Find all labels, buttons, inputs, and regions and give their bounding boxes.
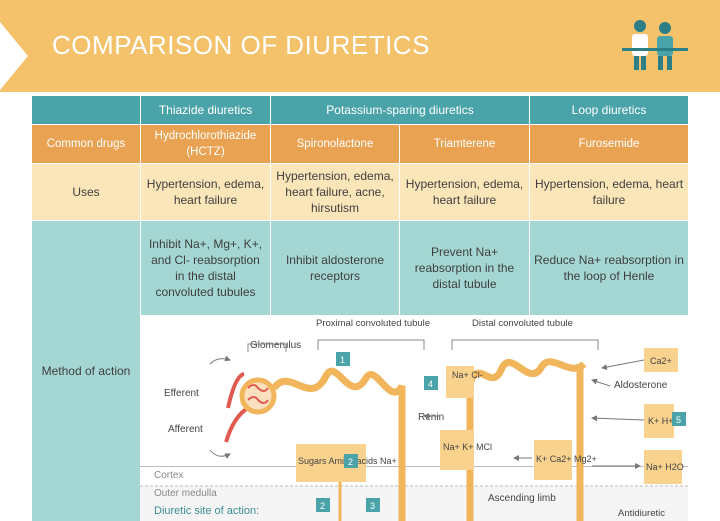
svg-text:K+ Ca2+ Mg2+: K+ Ca2+ Mg2+ bbox=[536, 454, 597, 464]
row-label-moa: Method of action bbox=[32, 221, 140, 521]
box-nacl bbox=[446, 366, 474, 398]
distal-label: Distal convoluted tubule bbox=[472, 318, 573, 329]
nephron-diagram: Cortex Outer medulla Diuretic site of ac… bbox=[140, 316, 688, 521]
glomerulus-label: Glomerulus bbox=[250, 340, 301, 351]
svg-text:3: 3 bbox=[370, 501, 375, 511]
badge-site-2 bbox=[316, 498, 330, 512]
box-kcamg bbox=[534, 440, 572, 480]
box-kh bbox=[644, 404, 674, 438]
row-label-drugs: Common drugs bbox=[32, 125, 140, 163]
use-thiazide: Hypertension, edema, heart failure bbox=[141, 164, 270, 220]
svg-text:Na+ H2O: Na+ H2O bbox=[646, 462, 684, 472]
efferent-vessel bbox=[226, 372, 245, 409]
proximal-tubule bbox=[271, 367, 406, 521]
site-of-action-label: Diuretic site of action: bbox=[154, 505, 259, 517]
banner-arrow-icon bbox=[0, 22, 28, 90]
diuretics-table: Thiazide diuretics Potassium-sparing diu… bbox=[32, 96, 688, 521]
svg-text:5: 5 bbox=[676, 415, 681, 425]
drug-thiazide: Hydrochlorothiazide (HCTZ) bbox=[141, 125, 270, 163]
badge-3 bbox=[366, 498, 380, 512]
doctors-illustration-icon bbox=[622, 20, 688, 70]
drug-furosemide: Furosemide bbox=[530, 125, 688, 163]
box-nah2o bbox=[644, 450, 682, 484]
header-banner bbox=[0, 0, 720, 92]
col-potassium-sparing: Potassium-sparing diuretics bbox=[271, 96, 529, 124]
badge-5 bbox=[672, 412, 686, 426]
distal-tubule bbox=[466, 358, 587, 521]
box-nakmcl bbox=[440, 430, 474, 470]
ascending-limb-label: Ascending limb bbox=[488, 493, 556, 504]
use-spironolactone: Hypertension, edema, heart failure, acne… bbox=[271, 164, 399, 220]
col-thiazide: Thiazide diuretics bbox=[141, 96, 270, 124]
col-loop: Loop diuretics bbox=[530, 96, 688, 124]
header-corner bbox=[32, 96, 140, 124]
glomerulus-bracket bbox=[247, 343, 287, 352]
badge-1 bbox=[336, 352, 350, 366]
badge-2 bbox=[344, 454, 358, 468]
proximal-label: Proximal convoluted tubule bbox=[316, 318, 430, 329]
svg-text:Ca2+: Ca2+ bbox=[650, 356, 672, 366]
medulla-region bbox=[140, 486, 688, 521]
outer-medulla-label: Outer medulla bbox=[154, 488, 217, 499]
svg-text:1: 1 bbox=[340, 355, 345, 365]
svg-text:Na+ K+ MCl: Na+ K+ MCl bbox=[443, 442, 492, 452]
use-furosemide: Hypertension, edema, heart failure bbox=[530, 164, 688, 220]
aldosterone-label: Aldosterone bbox=[614, 380, 668, 391]
renin-label: Renin bbox=[418, 412, 444, 423]
page-title: COMPARISON OF DIURETICS bbox=[52, 30, 430, 60]
svg-text:K+ H+: K+ H+ bbox=[648, 416, 674, 426]
row-label-uses: Uses bbox=[32, 164, 140, 220]
moa-triamterene: Prevent Na+ reabsorption in the distal t… bbox=[400, 221, 529, 315]
glomerulus-shape bbox=[239, 377, 277, 415]
antidiuretic-label: Antidiuretic bbox=[618, 508, 665, 519]
moa-thiazide: Inhibit Na+, Mg+, K+, and Cl- reabsorpti… bbox=[141, 221, 270, 315]
badge-4 bbox=[424, 376, 438, 390]
svg-text:Na+ Cl-: Na+ Cl- bbox=[452, 370, 483, 380]
efferent-label: Efferent bbox=[164, 388, 199, 399]
proximal-bracket bbox=[317, 339, 425, 350]
afferent-vessel bbox=[224, 406, 250, 443]
drug-spironolactone: Spironolactone bbox=[271, 125, 399, 163]
moa-furosemide: Reduce Na+ reabsorption in the loop of H… bbox=[530, 221, 688, 315]
box-ca bbox=[644, 348, 678, 372]
afferent-label: Afferent bbox=[168, 424, 203, 435]
svg-text:2: 2 bbox=[348, 457, 353, 467]
svg-text:4: 4 bbox=[428, 379, 433, 389]
use-triamterene: Hypertension, edema, heart failure bbox=[400, 164, 529, 220]
cortex-label: Cortex bbox=[154, 470, 183, 481]
svg-text:2: 2 bbox=[320, 501, 325, 511]
drug-triamterene: Triamterene bbox=[400, 125, 529, 163]
distal-bracket bbox=[451, 339, 599, 350]
moa-spironolactone: Inhibit aldosterone receptors bbox=[271, 221, 399, 315]
cortex-divider bbox=[140, 466, 688, 467]
